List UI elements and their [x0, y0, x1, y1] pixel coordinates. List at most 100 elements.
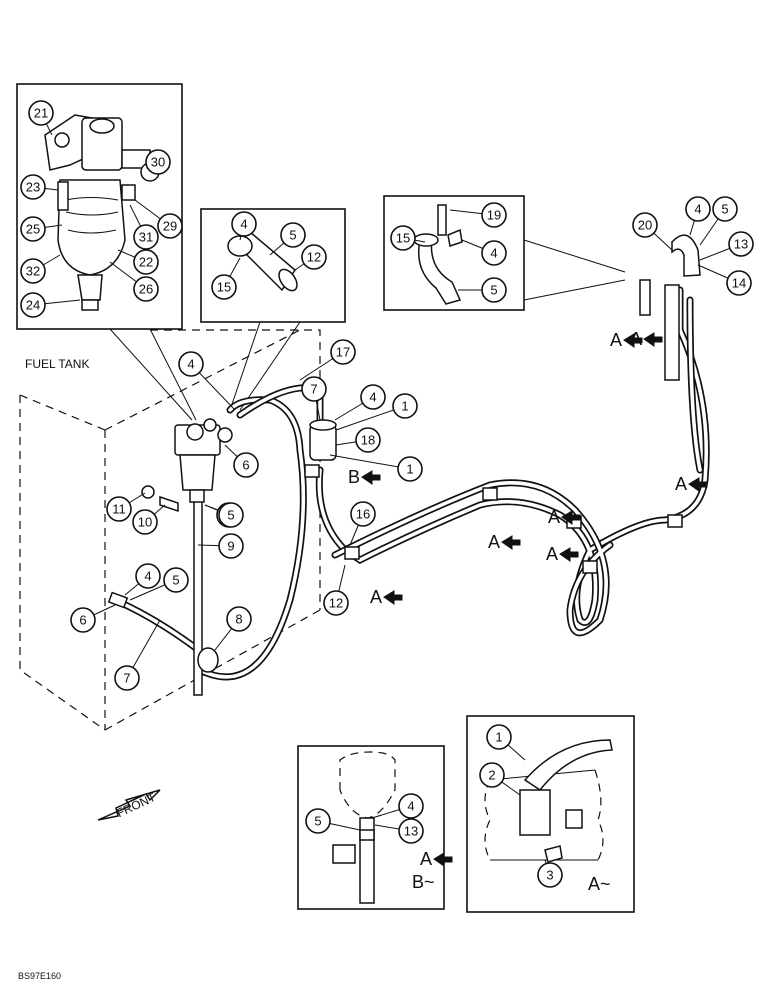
callout-number: 26	[139, 282, 153, 297]
callout-circle	[231, 211, 257, 237]
view-arrow-a: A	[370, 587, 403, 607]
arrow-mark	[561, 510, 581, 525]
callout-number: 15	[217, 280, 231, 295]
callout-1: 1	[392, 393, 418, 419]
callout-circle	[305, 808, 331, 834]
callout-number: 25	[26, 222, 40, 237]
callout-circle	[355, 427, 381, 453]
callout-circle	[486, 724, 512, 750]
callout-circle	[280, 222, 306, 248]
callout-number: 15	[396, 231, 410, 246]
callout-number: 12	[307, 250, 321, 265]
callout-21: 21	[28, 100, 54, 126]
callout-31: 31	[133, 224, 159, 250]
arrow-letter: B	[348, 467, 360, 487]
callout-circle	[479, 762, 505, 788]
callout-circle	[330, 339, 356, 365]
callout-5: 5	[218, 502, 244, 528]
callout-number: 5	[227, 508, 234, 523]
arrow-mark	[361, 470, 381, 485]
view-arrow-a: A	[546, 544, 579, 564]
arrow-mark	[559, 547, 579, 562]
callout-number: 4	[407, 799, 414, 814]
callout-number: 6	[242, 458, 249, 473]
callout-circle	[20, 292, 46, 318]
callout-circle	[163, 567, 189, 593]
view-arrow-a: A	[548, 507, 581, 527]
callout-circle	[157, 213, 183, 239]
callout-number: 31	[139, 230, 153, 245]
callout-circle	[350, 501, 376, 527]
callout-number: 4	[694, 202, 701, 217]
front-direction-arrow	[97, 789, 161, 821]
callout-13: 13	[398, 818, 424, 844]
callout-22: 22	[133, 249, 159, 275]
callout-circle	[390, 225, 416, 251]
callout-circle	[135, 563, 161, 589]
callout-circle	[726, 270, 752, 296]
callout-number: 1	[401, 399, 408, 414]
callout-1: 1	[486, 724, 512, 750]
callout-number: 32	[26, 264, 40, 279]
arrow-letter: A	[546, 544, 558, 564]
callout-number: 7	[310, 382, 317, 397]
arrow-mark	[623, 333, 643, 348]
fuel-tank-outline	[19, 329, 321, 731]
callout-number: 3	[546, 868, 553, 883]
callout-number: 16	[356, 507, 370, 522]
fuel-tank-label: FUEL TANK	[25, 357, 89, 371]
callout-circle	[397, 456, 423, 482]
callout-number: 5	[289, 228, 296, 243]
arrow-mark	[688, 477, 708, 492]
view-arrow-a: A	[610, 330, 643, 350]
callout-29: 29	[157, 213, 183, 239]
callout-circle	[132, 509, 158, 535]
callout-number: 4	[369, 390, 376, 405]
callout-number: 17	[336, 345, 350, 360]
view-arrow-b: B	[348, 467, 381, 487]
filter-assembly	[174, 418, 233, 503]
inline-filter	[309, 419, 337, 461]
callout-number: 8	[235, 612, 242, 627]
drawing-code: BS97E160	[18, 971, 61, 981]
arrow-letter: A	[420, 849, 432, 869]
filter-detail-box	[16, 83, 183, 330]
callout-24: 24	[20, 292, 46, 318]
callout-circle	[218, 533, 244, 559]
callout-32: 32	[20, 258, 46, 284]
callout-15: 15	[390, 225, 416, 251]
callout-7: 7	[301, 376, 327, 402]
callout-number: 4	[240, 217, 247, 232]
callout-number: 23	[26, 180, 40, 195]
callout-number: 13	[734, 237, 748, 252]
callout-30: 30	[145, 149, 171, 175]
callout-4: 4	[360, 384, 386, 410]
callout-5: 5	[280, 222, 306, 248]
callout-circle	[145, 149, 171, 175]
callout-circle	[226, 606, 252, 632]
arrow-letter: A	[610, 330, 622, 350]
callout-circle	[133, 276, 159, 302]
callout-13: 13	[728, 231, 754, 257]
callout-11: 11	[106, 496, 132, 522]
view-b-label: B~	[412, 872, 435, 892]
callout-circle	[712, 196, 738, 222]
arrow-mark	[501, 535, 521, 550]
callout-23: 23	[20, 174, 46, 200]
callout-circle	[323, 590, 349, 616]
callout-circle	[20, 174, 46, 200]
callout-circle	[537, 862, 563, 888]
view-a-label: A~	[588, 874, 611, 894]
callout-circle	[70, 607, 96, 633]
callout-20: 20	[632, 212, 658, 238]
callout-number: 9	[227, 539, 234, 554]
callout-18: 18	[355, 427, 381, 453]
callout-number: 20	[638, 218, 652, 233]
callout-16: 16	[350, 501, 376, 527]
callout-4: 4	[481, 240, 507, 266]
callout-15: 15	[211, 274, 237, 300]
callout-1: 1	[397, 456, 423, 482]
view-arrow-a: A	[675, 474, 708, 494]
